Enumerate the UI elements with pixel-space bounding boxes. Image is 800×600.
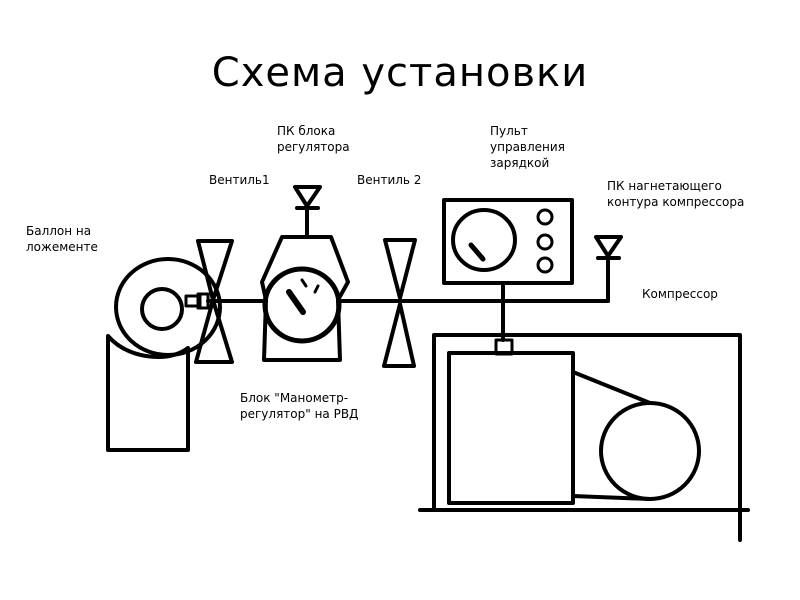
label-manometer-block: Блок "Манометр- регулятор" на РВД bbox=[240, 391, 359, 421]
label-valve2: Вентиль 2 bbox=[357, 173, 422, 187]
compressor-assembly bbox=[418, 333, 750, 542]
valve1-symbol bbox=[194, 239, 234, 364]
label-compressor: Компрессор bbox=[642, 287, 718, 301]
regulator-pk-symbol bbox=[293, 185, 322, 239]
valve2-symbol bbox=[382, 238, 417, 368]
label-control-panel: Пульт управления зарядкой bbox=[490, 124, 565, 170]
label-compressor-pk: ПК нагнетающего контура компрессора bbox=[607, 179, 745, 209]
label-regulator-pk: ПК блока регулятора bbox=[277, 124, 350, 154]
control-panel bbox=[442, 198, 574, 285]
compressor-pk-symbol bbox=[594, 235, 623, 303]
manometer-regulator-block bbox=[260, 235, 350, 362]
diagram-title: Схема установки bbox=[211, 50, 589, 96]
label-valve1: Вентиль1 bbox=[209, 173, 270, 187]
label-balloon: Баллон на ложементе bbox=[26, 224, 98, 254]
balloon-cradle bbox=[106, 334, 190, 452]
